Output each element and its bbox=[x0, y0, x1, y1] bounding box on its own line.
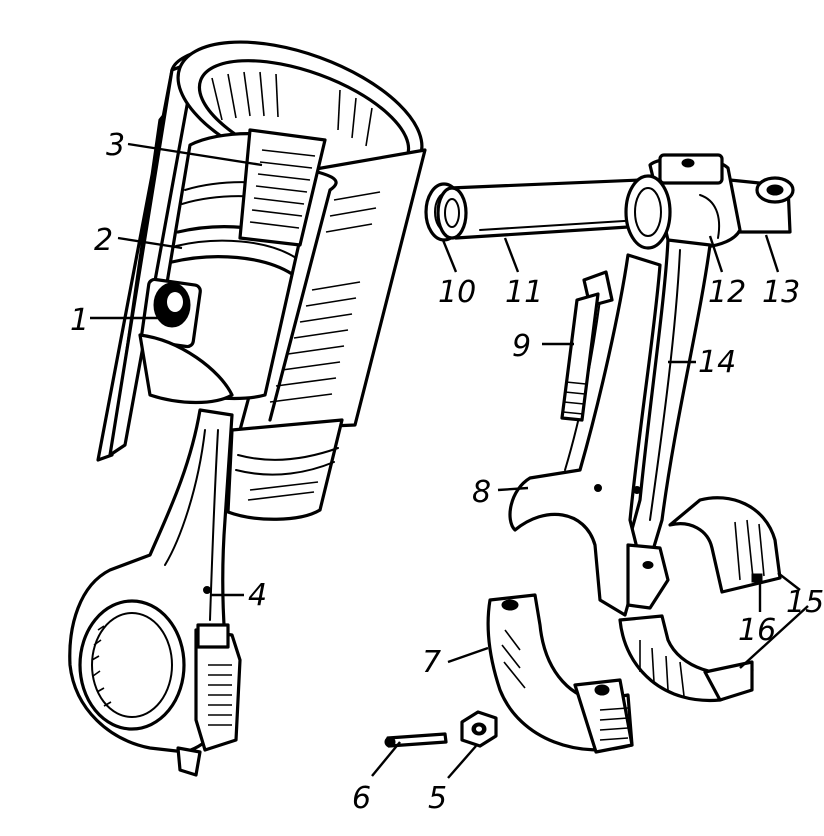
castle-nut bbox=[460, 710, 498, 748]
label-5: 5 bbox=[428, 781, 447, 816]
piston-pin bbox=[436, 178, 646, 240]
assembled-connecting-rod bbox=[68, 408, 242, 777]
leader-3 bbox=[127, 142, 263, 167]
label-15: 15 bbox=[786, 585, 824, 620]
label-3: 3 bbox=[106, 128, 125, 163]
leader-11 bbox=[503, 237, 520, 273]
leader-8 bbox=[497, 486, 529, 492]
label-12: 12 bbox=[708, 275, 746, 310]
label-2: 2 bbox=[94, 223, 113, 258]
leader-7 bbox=[447, 646, 489, 664]
piston bbox=[138, 128, 327, 405]
connecting-rod bbox=[508, 153, 742, 617]
leader-13 bbox=[764, 234, 780, 273]
connecting-rod-cap bbox=[486, 593, 634, 754]
leader-12 bbox=[708, 235, 724, 273]
label-11: 11 bbox=[505, 275, 543, 310]
leader-2 bbox=[117, 236, 183, 250]
label-10: 10 bbox=[438, 275, 476, 310]
leader-6 bbox=[371, 741, 401, 777]
cylinder-liner-piston-assembly bbox=[68, 40, 427, 777]
leader-5 bbox=[447, 745, 477, 779]
label-7: 7 bbox=[422, 645, 441, 680]
label-8: 8 bbox=[472, 475, 491, 510]
leader-10 bbox=[441, 239, 458, 273]
callouts: 3 2 1 4 10 11 12 13 9 14 8 16 15 7 6 5 bbox=[70, 128, 824, 816]
label-16: 16 bbox=[738, 613, 776, 648]
label-13: 13 bbox=[762, 275, 800, 310]
label-14: 14 bbox=[698, 345, 736, 380]
label-1: 1 bbox=[70, 303, 89, 338]
label-4: 4 bbox=[248, 578, 267, 613]
connecting-rod-bolt bbox=[560, 270, 614, 422]
leader-15a bbox=[777, 572, 801, 591]
label-6: 6 bbox=[352, 781, 371, 816]
bearing-shells bbox=[618, 496, 782, 703]
leader-15b bbox=[739, 605, 809, 669]
cotter-pin bbox=[384, 732, 448, 748]
label-9: 9 bbox=[512, 329, 531, 364]
